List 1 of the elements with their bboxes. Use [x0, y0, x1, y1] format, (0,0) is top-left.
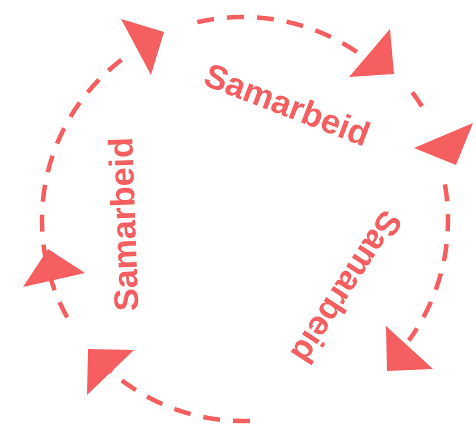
word-label: Samarbeid: [108, 139, 138, 310]
